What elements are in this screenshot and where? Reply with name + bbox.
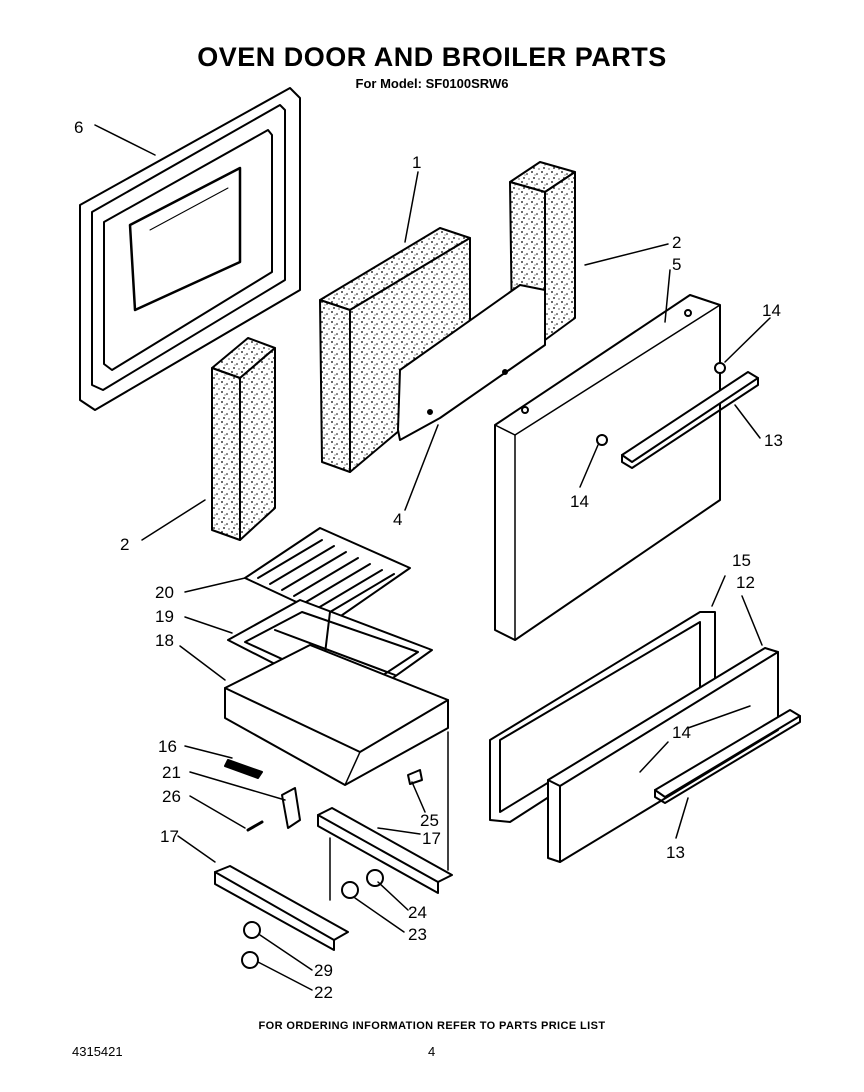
callout-20: 20 bbox=[155, 583, 174, 602]
ordering-info-note: FOR ORDERING INFORMATION REFER TO PARTS … bbox=[258, 1020, 606, 1032]
callout-14-lower: 14 bbox=[672, 723, 691, 742]
screw-part bbox=[246, 820, 264, 832]
model-subtitle: For Model: SF0100SRW6 bbox=[355, 76, 509, 91]
callout-23: 23 bbox=[408, 925, 427, 944]
callout-14-upper-left: 14 bbox=[570, 492, 589, 511]
leader-lines bbox=[94, 124, 771, 991]
broiler-pan-part bbox=[224, 644, 449, 786]
callout-12: 12 bbox=[736, 573, 755, 592]
page-number: 4 bbox=[428, 1044, 436, 1059]
callout-19: 19 bbox=[155, 607, 174, 626]
callout-13-lower: 13 bbox=[666, 843, 685, 862]
callout-15: 15 bbox=[732, 551, 751, 570]
callout-21: 21 bbox=[162, 763, 181, 782]
callout-1: 1 bbox=[412, 153, 421, 172]
roller-parts bbox=[341, 869, 384, 899]
callout-2-right: 2 bbox=[672, 233, 681, 252]
insulation-main-part bbox=[319, 227, 471, 473]
callout-4: 4 bbox=[393, 510, 402, 529]
lower-roller-parts bbox=[241, 921, 261, 969]
callout-6: 6 bbox=[74, 118, 83, 137]
callout-13-upper: 13 bbox=[764, 431, 783, 450]
callout-labels: 6 1 2 5 14 13 14 4 2 15 12 20 19 18 14 1… bbox=[74, 118, 783, 1002]
slide-rail-right-part bbox=[317, 807, 453, 894]
callout-5: 5 bbox=[672, 255, 681, 274]
callout-18: 18 bbox=[155, 631, 174, 650]
callout-17-left: 17 bbox=[160, 827, 179, 846]
inner-door-panel-part bbox=[79, 87, 301, 411]
slide-rail-left-part bbox=[214, 865, 349, 951]
callout-16: 16 bbox=[158, 737, 177, 756]
callout-14-upper-right: 14 bbox=[762, 301, 781, 320]
callout-22: 22 bbox=[314, 983, 333, 1002]
page-title: OVEN DOOR AND BROILER PARTS bbox=[197, 42, 667, 72]
broiler-grid-part bbox=[244, 527, 411, 621]
outer-door-panel-part bbox=[494, 294, 721, 641]
callout-29: 29 bbox=[314, 961, 333, 980]
callout-24: 24 bbox=[408, 903, 427, 922]
bracket-part bbox=[281, 787, 301, 829]
callout-25: 25 bbox=[420, 811, 439, 830]
door-handle-upper-part bbox=[621, 371, 759, 469]
clip-part bbox=[407, 769, 423, 785]
document-number: 4315421 bbox=[72, 1044, 123, 1059]
door-handle-lower-part bbox=[654, 709, 801, 804]
spring-part bbox=[224, 759, 263, 779]
heat-shield-part bbox=[397, 284, 546, 441]
callout-17-right: 17 bbox=[422, 829, 441, 848]
insulation-block-left-part bbox=[211, 337, 276, 541]
callout-26: 26 bbox=[162, 787, 181, 806]
callout-2-left: 2 bbox=[120, 535, 129, 554]
